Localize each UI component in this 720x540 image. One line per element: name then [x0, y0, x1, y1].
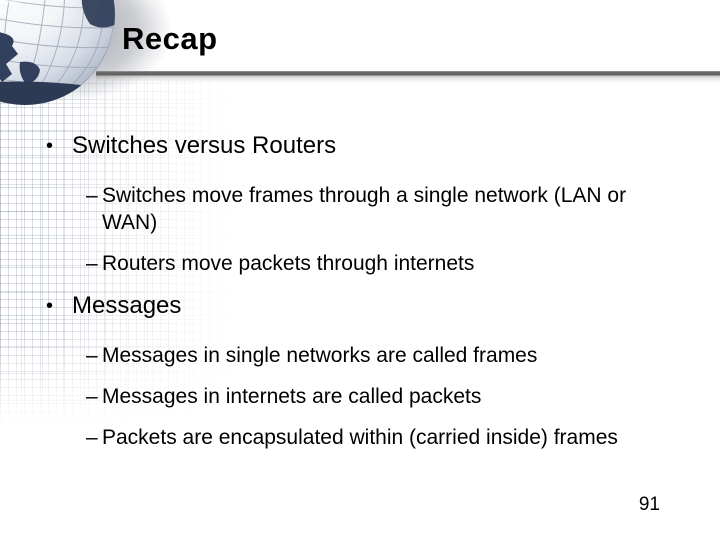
bullet-item-level2: – Packets are encapsulated within (carri… — [0, 424, 720, 451]
bullet-text: Messages in internets are called packets — [102, 385, 482, 408]
bullet-text: Messages — [72, 292, 182, 319]
bullet-text: Messages in single networks are called f… — [102, 344, 538, 367]
bullet-item-level2: – Messages in single networks are called… — [0, 342, 720, 369]
dash-marker: – — [86, 252, 98, 275]
bullet-item-level1: • Switches versus Routers — [0, 131, 720, 161]
bullet-text: Switches versus Routers — [72, 132, 337, 159]
title-divider — [96, 71, 720, 83]
globe-icon — [0, 0, 122, 113]
dash-marker: – — [86, 184, 98, 207]
slide-body: • Switches versus Routers – Switches mov… — [0, 131, 720, 465]
bullet-item-level2: – Switches move frames through a single … — [0, 182, 720, 236]
bullet-text: Packets are encapsulated within (carried… — [102, 426, 618, 449]
slide-title: Recap — [122, 21, 218, 56]
bullet-item-level2: – Routers move packets through internets — [0, 250, 720, 277]
dash-marker: – — [86, 426, 98, 449]
bullet-text: Routers move packets through internets — [102, 252, 475, 275]
bullet-marker: • — [46, 135, 54, 157]
dash-marker: – — [86, 385, 98, 408]
bullet-item-level1: • Messages — [0, 291, 720, 321]
bullet-item-level2: – Messages in internets are called packe… — [0, 383, 720, 410]
bullet-marker: • — [46, 295, 54, 317]
page-number: 91 — [638, 494, 660, 515]
dash-marker: – — [86, 344, 98, 367]
bullet-text: Switches move frames through a single ne… — [102, 184, 627, 234]
